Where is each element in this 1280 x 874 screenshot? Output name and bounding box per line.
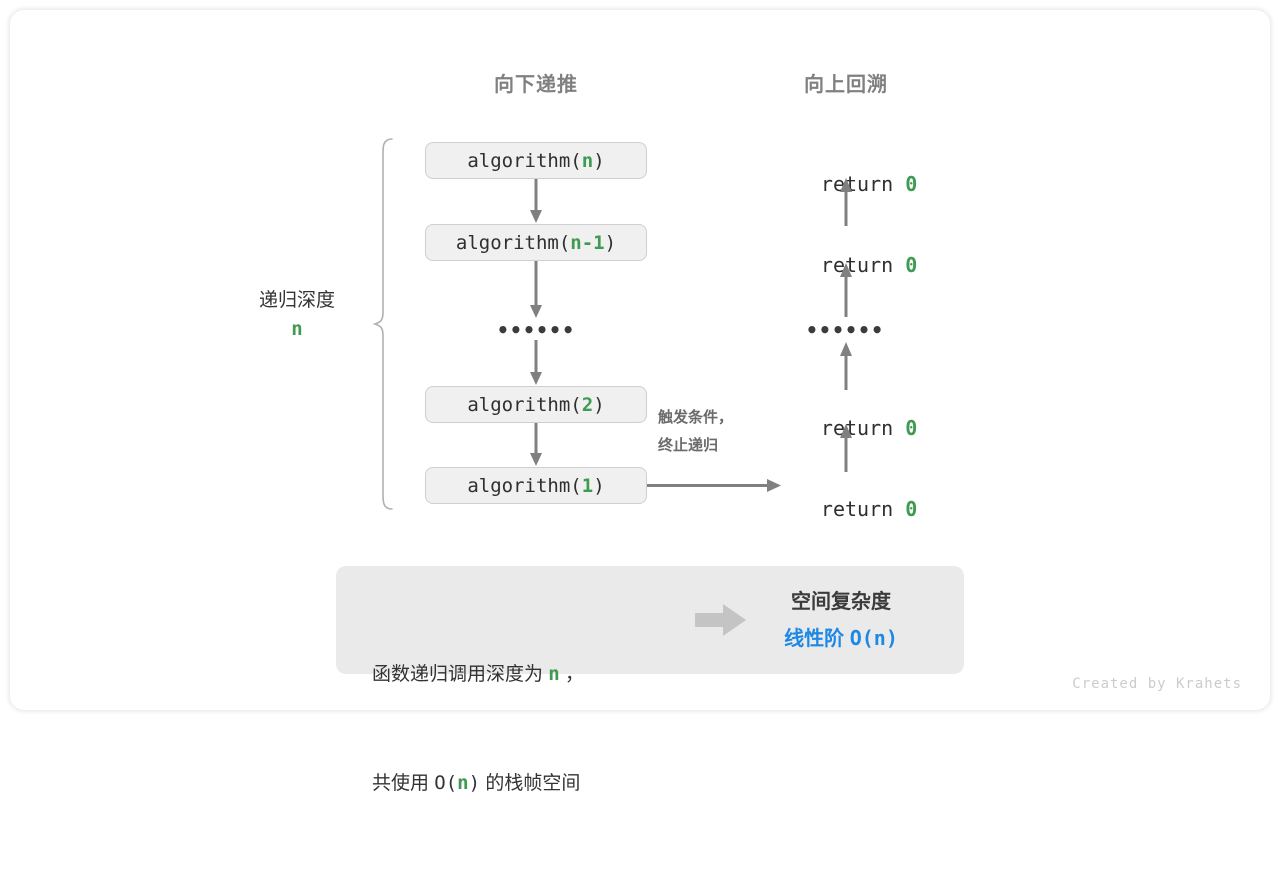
arrow-right-block-icon [695, 604, 746, 636]
return-value: 0 [905, 253, 918, 277]
return-text: return [820, 497, 906, 521]
recursion-depth-label: 递归深度 n [232, 288, 362, 344]
column-header-backtrack-up: 向上回溯 [804, 74, 888, 96]
recursion-depth-text: 递归深度 [258, 290, 335, 311]
call-box-suffix: ) [593, 393, 605, 416]
return-text: return [820, 253, 906, 277]
summary-line1-text-a: 函数递归调用深度为 [372, 664, 549, 685]
arrow-down-icon-1 [530, 179, 542, 223]
return-label-3: return 0 [730, 392, 960, 464]
call-box-n-minus-1: algorithm(n-1) [425, 224, 647, 261]
call-box-arg: n [581, 149, 594, 172]
return-label-1: return 0 [730, 148, 960, 220]
summary-line1-var: n [548, 663, 560, 685]
summary-line2-expr-b: ) [468, 772, 481, 794]
trigger-note-line2: 终止递归 [658, 437, 719, 454]
call-box-suffix: ) [593, 149, 605, 172]
call-box-suffix: ) [593, 474, 605, 497]
complexity-expr-b: ) [885, 626, 898, 650]
call-box-arg: 2 [581, 393, 594, 416]
arrow-up-icon-3 [840, 342, 852, 390]
arrow-up-icon-1 [840, 178, 852, 226]
return-value: 0 [905, 416, 918, 440]
call-box-prefix: algorithm( [467, 393, 582, 416]
diagram-canvas: 向下递推 向上回溯 递归深度 n algorithm(n) algorithm(… [10, 10, 1270, 794]
complexity-expr-a: O( [849, 626, 874, 650]
arrow-up-icon-4 [840, 424, 852, 472]
return-value: 0 [905, 172, 918, 196]
arrow-up-icon-2 [840, 263, 852, 317]
column-header-recursion-down: 向下递推 [494, 74, 578, 96]
summary-conclusion: 空间复杂度 线性阶 O(n) [736, 584, 946, 657]
summary-line2-text-a: 共使用 [372, 773, 435, 794]
watermark-credit: Created by Krahets [1072, 676, 1242, 692]
return-text: return [820, 172, 906, 196]
call-box-arg: n-1 [570, 231, 605, 254]
trigger-note-line1: 触发条件， [658, 409, 734, 426]
complexity-summary-panel: 函数递归调用深度为 n ， 共使用 O(n) 的栈帧空间 空间复杂度 线性阶 O… [336, 566, 964, 794]
call-box-1: algorithm(1) [425, 467, 647, 504]
summary-line-2: 共使用 O(n) 的栈帧空间 [372, 765, 584, 802]
call-box-2: algorithm(2) [425, 386, 647, 423]
return-value: 0 [905, 497, 918, 521]
space-complexity-title: 空间复杂度 [791, 591, 891, 613]
summary-line2-var: n [457, 772, 469, 794]
trigger-condition-note: 触发条件， 终止递归 [658, 404, 733, 460]
complexity-order-label: 线性阶 [784, 628, 850, 650]
depth-brace-icon [372, 138, 393, 510]
return-text: return [820, 416, 906, 440]
arrow-down-icon-4 [530, 423, 542, 466]
arrow-down-icon-3 [530, 340, 542, 385]
arrow-right-icon-terminate [647, 479, 781, 492]
return-ellipsis: •••••• [805, 318, 885, 342]
summary-line-1: 函数递归调用深度为 n ， [372, 656, 584, 693]
call-stack-ellipsis: •••••• [496, 318, 576, 342]
call-box-prefix: algorithm( [467, 474, 582, 497]
summary-line2-text-b: 的栈帧空间 [480, 773, 581, 794]
summary-line2-expr-a: O( [434, 772, 458, 794]
complexity-expr-var: n [873, 626, 886, 650]
call-box-arg: 1 [581, 474, 594, 497]
call-box-prefix: algorithm( [455, 231, 571, 254]
summary-line1-text-b: ， [559, 664, 585, 685]
arrow-down-icon-2 [530, 261, 542, 318]
return-label-2: return 0 [730, 229, 960, 301]
return-label-4: return 0 [730, 473, 960, 545]
recursion-depth-value: n [291, 318, 303, 340]
call-box-n: algorithm(n) [425, 142, 647, 179]
call-box-suffix: ) [604, 231, 617, 254]
summary-description: 函数递归调用深度为 n ， 共使用 O(n) 的栈帧空间 [372, 584, 584, 874]
space-complexity-value: 线性阶 O(n) [736, 620, 946, 657]
call-box-prefix: algorithm( [467, 149, 582, 172]
